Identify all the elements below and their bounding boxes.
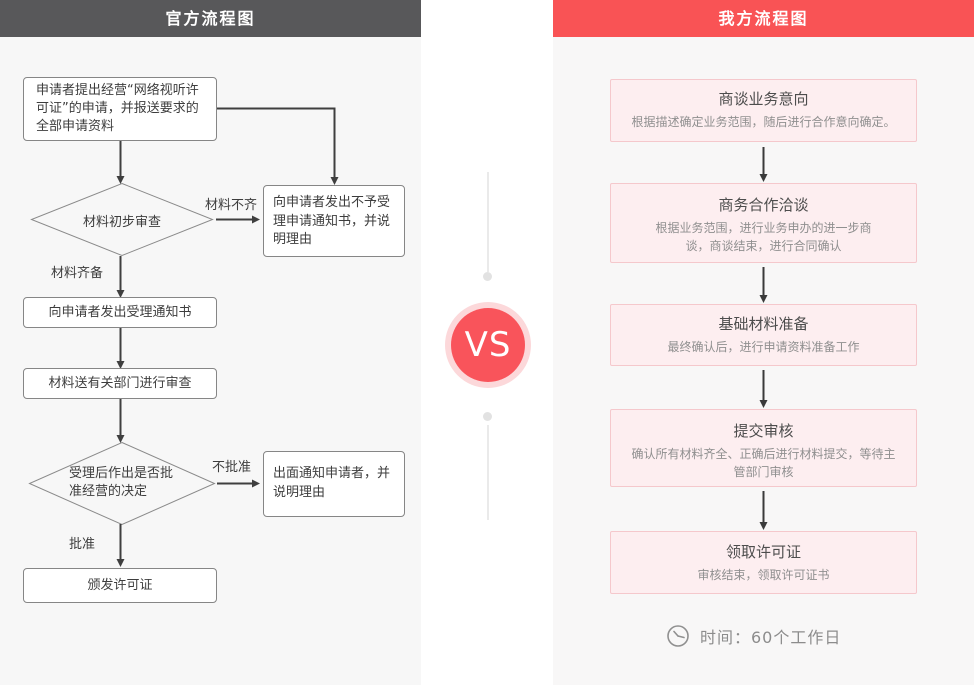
branch-label-incomplete: 材料不齐 xyxy=(205,198,258,213)
our-flow-panel: 我方流程图 商谈业务意向 根据描述确定业务范围，随后进行合作意向确定。 商务合作… xyxy=(553,0,974,685)
node-send-review: 材料送有关部门进行审查 xyxy=(23,368,217,399)
step-submit-review: 提交审核 确认所有材料齐全、正确后进行材料提交，等待主管部门审核 xyxy=(610,409,917,487)
step-desc: 根据业务范围，进行业务申办的进一步商谈，商谈结束，进行合同确认 xyxy=(655,221,872,253)
divider-dot-bottom xyxy=(483,412,492,421)
step-negotiate-intent: 商谈业务意向 根据描述确定业务范围，随后进行合作意向确定。 xyxy=(610,79,917,142)
step-desc: 审核结束，领取许可证书 xyxy=(697,568,830,582)
vs-badge: VS xyxy=(451,308,525,382)
node-reject-notice: 向申请者发出不予受理申请通知书，并说明理由 xyxy=(263,185,405,257)
vs-badge-halo: VS xyxy=(445,302,531,388)
step-title: 商务合作洽谈 xyxy=(718,196,809,214)
node-accept-notice: 向申请者发出受理通知书 xyxy=(23,297,217,328)
our-header: 我方流程图 xyxy=(553,0,974,37)
step-title: 商谈业务意向 xyxy=(718,90,809,108)
branch-label-complete: 材料齐备 xyxy=(51,266,104,281)
step-title: 领取许可证 xyxy=(725,543,801,561)
node-issue-license: 颁发许可证 xyxy=(23,568,217,603)
clock-icon xyxy=(667,625,689,647)
step-title: 基础材料准备 xyxy=(718,315,809,333)
step-title: 提交审核 xyxy=(733,422,794,440)
time-note-text: 时间：60个工作日 xyxy=(700,628,842,647)
official-header: 官方流程图 xyxy=(0,0,421,37)
official-flow-panel: 官方流程图 申请者提出经营“网络视听许可证”的申请，并报送要求的全部申请资料 材… xyxy=(0,0,421,685)
node-decision: 受理后作出是否批准经营的决定 xyxy=(69,466,174,499)
step-material-prep: 基础材料准备 最终确认后，进行申请资料准备工作 xyxy=(610,304,917,366)
node-apply: 申请者提出经营“网络视听许可证”的申请，并报送要求的全部申请资料 xyxy=(23,77,217,141)
our-flow-arrows xyxy=(759,147,768,530)
official-header-title: 官方流程图 xyxy=(165,9,256,28)
vs-label: VS xyxy=(464,325,512,365)
divider-line-top xyxy=(487,172,489,272)
node-initial-review: 材料初步审查 xyxy=(82,215,161,230)
node-notify-reject: 出面通知申请者，并说明理由 xyxy=(263,451,405,517)
branch-label-approved: 批准 xyxy=(69,537,96,552)
time-note: 时间：60个工作日 xyxy=(665,623,841,649)
our-header-title: 我方流程图 xyxy=(718,9,809,28)
branch-label-not-approved: 不批准 xyxy=(212,460,252,475)
step-desc: 根据描述确定业务范围，随后进行合作意向确定。 xyxy=(631,115,896,129)
step-desc: 确认所有材料齐全、正确后进行材料提交，等待主管部门审核 xyxy=(631,447,896,479)
divider-dot-top xyxy=(483,272,492,281)
step-business-talks: 商务合作洽谈 根据业务范围，进行业务申办的进一步商谈，商谈结束，进行合同确认 xyxy=(610,183,917,263)
step-get-license: 领取许可证 审核结束，领取许可证书 xyxy=(610,531,917,594)
official-flow-connectors xyxy=(28,107,339,567)
divider-line-bottom xyxy=(487,425,489,520)
step-desc: 最终确认后，进行申请资料准备工作 xyxy=(667,340,860,354)
